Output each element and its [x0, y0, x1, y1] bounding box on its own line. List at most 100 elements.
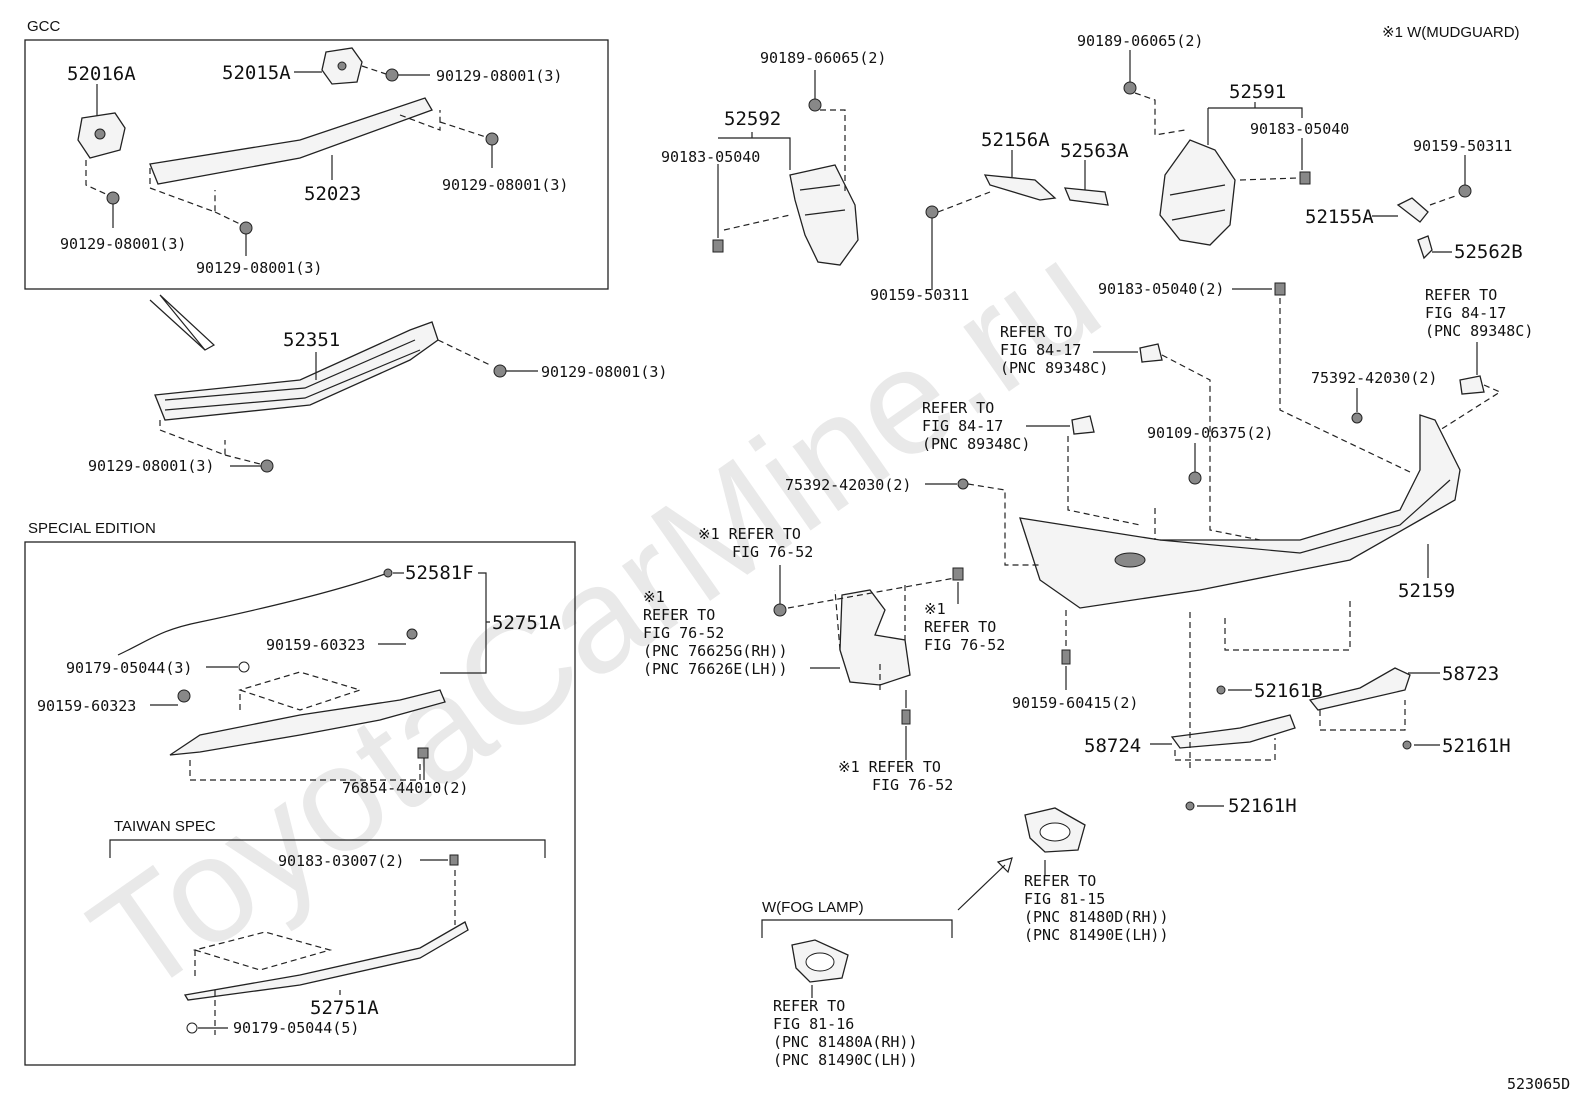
part-58724: 58724	[1084, 735, 1141, 757]
svg-text:※1: ※1	[643, 588, 665, 606]
part-52351: 52351	[283, 329, 340, 351]
ul-clip-top: 90189-06065(2)	[760, 49, 886, 67]
svg-text:(PNC 81490C(LH)): (PNC 81490C(LH))	[773, 1051, 918, 1069]
part-52161B: 52161B	[1254, 680, 1323, 702]
svg-text:※1: ※1	[924, 600, 946, 618]
svg-text:(PNC 81490E(LH)): (PNC 81490E(LH))	[1024, 926, 1169, 944]
ur-clip-top: 90189-06065(2)	[1077, 32, 1203, 50]
svg-text:REFER TO: REFER TO	[1425, 286, 1497, 304]
part-52161H-a: 52161H	[1442, 735, 1511, 757]
svg-text:FIG 84-17: FIG 84-17	[1000, 341, 1081, 359]
ul-clip: 90183-05040	[661, 148, 760, 166]
mudguard	[773, 565, 964, 760]
svg-text:REFER TO: REFER TO	[643, 606, 715, 624]
sensor-ref-c: REFER TO FIG 84-17 (PNC 89348C)	[922, 399, 1141, 526]
part-52563A: 52563A	[1060, 140, 1129, 162]
part-52592: 52592	[724, 108, 781, 130]
sensor-ref-b: REFER TO FIG 84-17 (PNC 89348C)	[1425, 286, 1533, 431]
gcc-bolt-c: 90129-08001(3)	[60, 235, 186, 253]
svg-text:FIG 81-16: FIG 81-16	[773, 1015, 854, 1033]
fog-lamp-ref: REFER TO FIG 81-16 (PNC 81480A(RH)) (PNC…	[773, 997, 918, 1069]
screw-75392-a: 75392-42030(2)	[1311, 369, 1437, 387]
section-special-edition-label: SPECIAL EDITION	[28, 520, 156, 537]
fog-lamp-bezel-lower	[791, 939, 849, 998]
svg-text:REFER TO: REFER TO	[922, 399, 994, 417]
bumper-fasteners	[925, 388, 1363, 690]
svg-text:FIG 84-17: FIG 84-17	[922, 417, 1003, 435]
footnote-mudguard: ※1 W(MUDGUARD)	[1382, 24, 1520, 41]
svg-text:(PNC 76625G(RH)): (PNC 76625G(RH))	[643, 642, 788, 660]
taiwan-bracket	[109, 839, 546, 858]
ur-clip: 90183-05040	[1250, 120, 1349, 138]
part-52159: 52159	[1398, 580, 1455, 602]
fog-lamp-ref2: REFER TO FIG 81-15 (PNC 81480D(RH)) (PNC…	[1024, 872, 1169, 944]
sensor-ref-a: REFER TO FIG 84-17 (PNC 89348C)	[1000, 323, 1261, 541]
svg-text:FIG 76-52: FIG 76-52	[732, 543, 813, 561]
se-screw-b: 90159-60323	[37, 697, 136, 715]
reinforcement-52351	[154, 321, 538, 473]
section-taiwan-label: TAIWAN SPEC	[114, 818, 216, 835]
mudguard-ref-b: ※1 REFER TO FIG 76-52 (PNC 76625G(RH)) (…	[643, 588, 788, 678]
part-58723: 58723	[1442, 663, 1499, 685]
svg-text:FIG 76-52: FIG 76-52	[924, 636, 1005, 654]
svg-text:※1 REFER TO: ※1 REFER TO	[838, 758, 941, 776]
section-gcc-label: GCC	[27, 18, 61, 35]
svg-text:FIG 76-52: FIG 76-52	[872, 776, 953, 794]
gcc-bolt-icons	[85, 65, 499, 256]
svg-text:(PNC 81480A(RH)): (PNC 81480A(RH))	[773, 1033, 918, 1051]
ur-screw: 90159-50311	[1413, 137, 1512, 155]
se-garnish-parts	[117, 568, 490, 781]
gcc-bolt-d: 90129-08001(3)	[196, 259, 322, 277]
part-52015A: 52015A	[222, 62, 291, 84]
se-nut: 76854-44010(2)	[342, 779, 468, 797]
part-52751A-se: 52751A	[492, 612, 561, 634]
screw-75392-b: 75392-42030(2)	[785, 476, 911, 494]
svg-text:REFER TO: REFER TO	[924, 618, 996, 636]
fog-lamp-arrow	[957, 857, 1013, 911]
svg-text:※1 REFER TO: ※1 REFER TO	[698, 525, 801, 543]
brackets-52156A-52563A	[925, 150, 1109, 219]
svg-text:REFER TO: REFER TO	[1000, 323, 1072, 341]
gcc-bolt-a: 90129-08001(3)	[436, 67, 562, 85]
mudguard-ref-a: ※1 REFER TO FIG 76-52	[698, 525, 813, 561]
part-52023: 52023	[304, 183, 361, 205]
part-52156A: 52156A	[981, 129, 1050, 151]
svg-text:(PNC 81480D(RH)): (PNC 81480D(RH))	[1024, 908, 1169, 926]
part-52155A: 52155A	[1305, 206, 1374, 228]
bumper-cover-52159	[1019, 414, 1461, 609]
svg-text:REFER TO: REFER TO	[1024, 872, 1096, 890]
part-52751A-tw: 52751A	[310, 997, 379, 1019]
screw-90159-60415: 90159-60415(2)	[1012, 694, 1138, 712]
gcc-bracket-52015A	[294, 47, 363, 85]
svg-text:FIG 84-17: FIG 84-17	[1425, 304, 1506, 322]
taiwan-garnish-parts	[183, 854, 469, 1035]
se-screw-a: 90159-60323	[266, 636, 365, 654]
svg-text:(PNC 89348C): (PNC 89348C)	[1425, 322, 1533, 340]
gcc-bolt-b: 90129-08001(3)	[442, 176, 568, 194]
gcc-beam-52023	[149, 97, 441, 213]
part-52581F: 52581F	[405, 562, 474, 584]
mudguard-ref-c: ※1 REFER TO FIG 76-52	[924, 600, 1005, 654]
svg-text:(PNC 76626E(LH)): (PNC 76626E(LH))	[643, 660, 788, 678]
part-52562B: 52562B	[1454, 241, 1523, 263]
svg-text:(PNC 89348C): (PNC 89348C)	[922, 435, 1030, 453]
reinf-bolt-a: 90129-08001(3)	[541, 363, 667, 381]
ur-clip2: 90183-05040(2)	[1098, 280, 1224, 298]
part-52161H-b: 52161H	[1228, 795, 1297, 817]
tw-clip: 90183-03007(2)	[278, 852, 404, 870]
svg-text:FIG 81-15: FIG 81-15	[1024, 890, 1105, 908]
liner-52591	[1123, 50, 1472, 473]
part-52016A: 52016A	[67, 63, 136, 85]
special-edition-box	[24, 541, 576, 1066]
arrow-gcc-to-52351	[149, 299, 206, 351]
mudguard-ref-d: ※1 REFER TO FIG 76-52	[838, 758, 953, 794]
se-clip-a: 90179-05044(3)	[66, 659, 192, 677]
fog-lamp-bezel-upper	[1024, 807, 1086, 875]
tw-clip-b: 90179-05044(5)	[233, 1019, 359, 1037]
under-covers	[1150, 600, 1440, 811]
figure-code: 523065D	[1507, 1075, 1570, 1093]
svg-text:REFER TO: REFER TO	[773, 997, 845, 1015]
svg-text:(PNC 89348C): (PNC 89348C)	[1000, 359, 1108, 377]
bolt-90109: 90109-06375(2)	[1147, 424, 1273, 442]
